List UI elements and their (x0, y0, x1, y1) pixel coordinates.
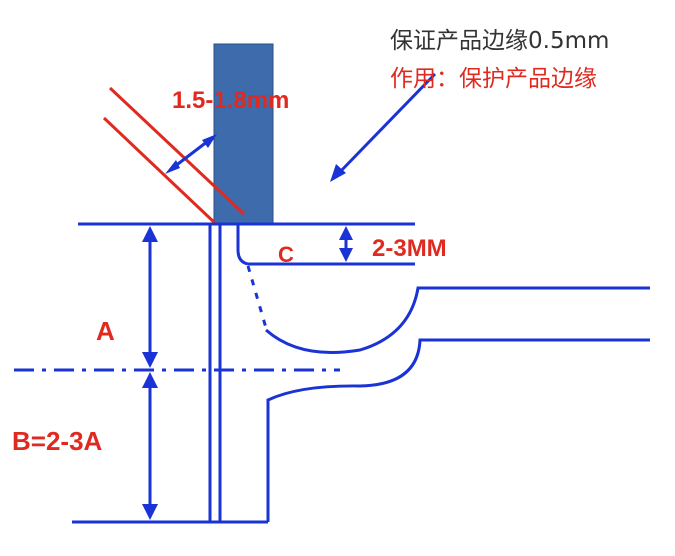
dimension-a-arrow (142, 226, 158, 368)
c-hook (236, 224, 249, 266)
punch-block (213, 43, 274, 225)
b-label: B=2-3A (12, 426, 103, 456)
dimension-step-arrow (339, 226, 353, 262)
dashed-connection (246, 265, 268, 329)
c-label: C (278, 242, 294, 267)
note-pointer-arrow (330, 72, 437, 182)
lower-profile (266, 338, 650, 522)
note-line-2: 作用：保护产品边缘 (390, 66, 597, 92)
bevel-line-inner (102, 116, 218, 226)
bevel-line-outer (108, 86, 246, 216)
upper-profile (265, 286, 650, 354)
dimension-b-arrow (142, 372, 158, 520)
step-dimension-label: 2-3MM (372, 235, 447, 262)
bevel-dimension-arrow (165, 134, 217, 174)
bevel-dimension-label: 1.5-1.8mm (172, 87, 289, 114)
a-label: A (96, 316, 115, 346)
note-line-1: 保证产品边缘0.5mm (390, 28, 609, 54)
